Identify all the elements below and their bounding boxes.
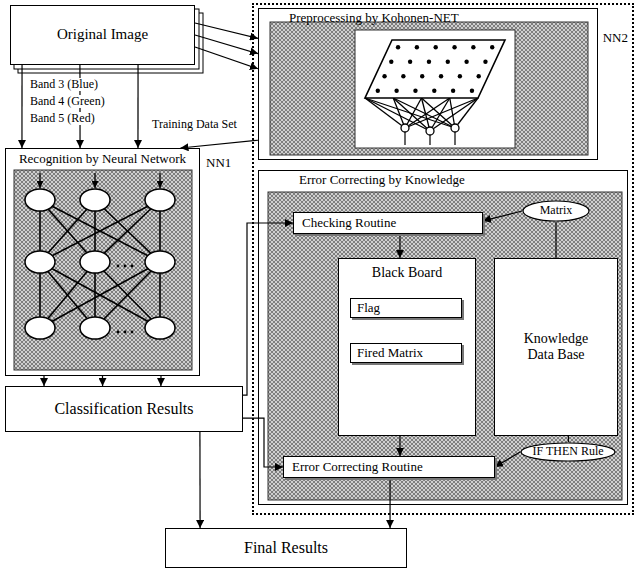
node-text: Original Image [57,26,148,43]
error-correcting-panel: Error Correcting by KnowledgeChecking Ro… [258,170,628,505]
edge-label: Band 3 (Blue) [28,78,100,91]
hatched-panel [14,170,192,370]
kohonen-frame [355,30,515,148]
connector [137,65,138,148]
classification-results-box: Classification Results [5,386,243,432]
connector [399,234,400,258]
connector [102,376,103,386]
hatched-panel [268,192,622,500]
connector [160,376,161,386]
matrix-ellipse: Matrix [522,200,590,222]
flag-box: Flag [350,298,462,318]
connector [181,140,259,148]
blackboard-box: Black BoardFlagFired Matrix [338,258,476,436]
network-tag: NN1 [204,156,233,170]
connector [483,211,522,221]
connector [243,223,293,395]
knowledge-base-box: Knowledge Data Base [494,258,618,436]
node-text: Fired Matrix [357,346,423,361]
nn2-region: NN2 Preprocessing by Kohonen-NET Error Cor… [252,3,634,515]
node-text: IF THEN Rule [532,445,603,459]
connector [195,23,258,38]
node-text: Preprocessing by Kohonen-NET [289,11,459,26]
node-text: Knowledge Data Base [514,331,598,363]
node-text: Error Correcting by Knowledge [299,173,465,188]
node-text: Classification Results [54,400,193,418]
node-text: NN2 [603,31,628,46]
checking-routine-box: Checking Routine [293,212,483,234]
node-text: Checking Routine [302,216,396,231]
node-text: Recognition by Neural Network [19,152,186,167]
connector [195,47,258,69]
node-text: Flag [357,301,380,316]
edge-label: Training Data Set [150,118,239,131]
recognition-panel: Recognition by Neural Network [5,148,200,376]
original-image-box: Original Image [10,5,195,65]
preprocessing-panel: Preprocessing by Kohonen-NET [258,8,598,160]
edge-label: Band 5 (Red) [28,112,97,125]
node-text: Matrix [540,204,573,218]
connector [21,65,22,148]
connector [555,222,556,258]
connector [399,436,400,456]
neural-net-figure [25,173,175,339]
connector [243,418,283,467]
connector [495,452,520,467]
connector [568,436,569,442]
fired-matrix-box: Fired Matrix [350,343,462,363]
kohonen-map [365,40,505,145]
node-text: Error Correcting Routine [292,460,423,475]
node-text: Final Results [244,539,328,557]
node-text: Black Board [372,265,442,281]
edge-label: Band 4 (Green) [28,95,107,108]
connector [389,478,390,528]
hatched-panel [270,22,588,155]
error-correcting-routine-box: Error Correcting Routine [283,456,495,478]
connector [43,376,44,386]
if-then-ellipse: IF THEN Rule [520,442,616,462]
final-results-box: Final Results [165,528,407,568]
connector [199,432,200,528]
